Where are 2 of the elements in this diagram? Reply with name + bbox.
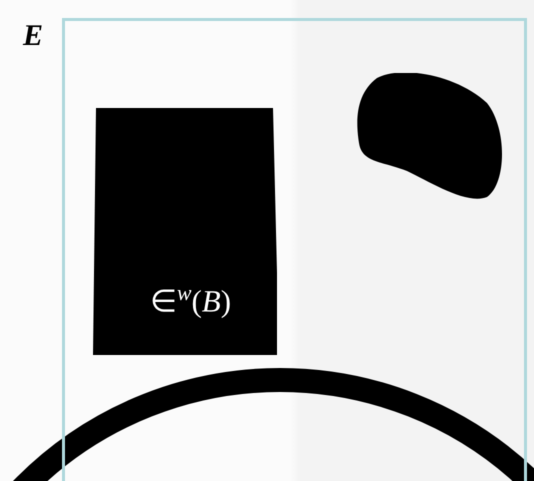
set-label: ∈$^{w}$(B) bbox=[150, 280, 232, 320]
set-label: E bbox=[23, 19, 44, 53]
